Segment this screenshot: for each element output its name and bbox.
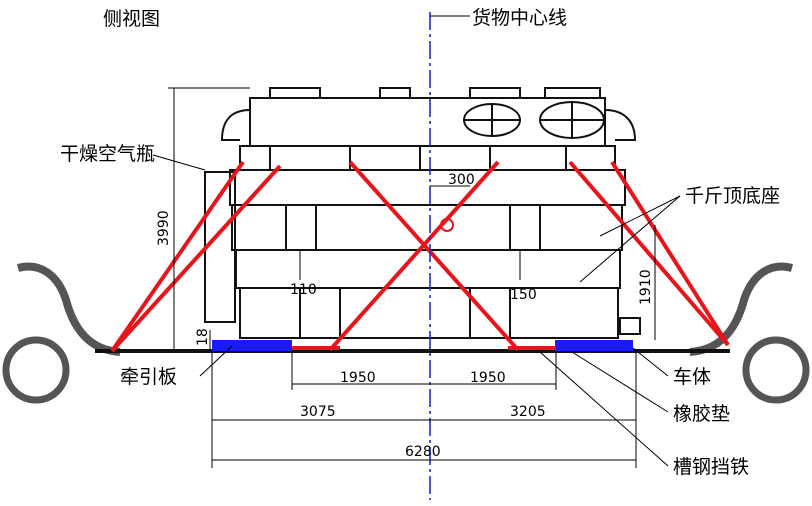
car-body-label: 车体	[673, 366, 711, 388]
center-of-gravity-mark	[440, 218, 454, 232]
dim-300: 300	[448, 172, 475, 188]
centerline-label: 货物中心线	[472, 7, 567, 29]
channel-stop-label: 槽钢挡铁	[673, 456, 749, 478]
dryer-label: 干燥空气瓶	[60, 143, 155, 165]
dim-150: 150	[510, 287, 537, 303]
cargo-transformer	[204, 87, 641, 339]
dim-1910: 1910	[638, 269, 654, 305]
dim-3990: 3990	[156, 210, 172, 246]
wagon-frame	[16, 262, 794, 356]
dim-3205: 3205	[510, 404, 546, 420]
dim-1950-left: 1950	[340, 370, 376, 386]
wheels	[2, 336, 810, 404]
dimension-lines	[152, 87, 681, 468]
title: 侧视图	[103, 8, 160, 30]
dim-3075: 3075	[300, 404, 336, 420]
dim-18: 18	[195, 328, 211, 346]
rubber-pad-left	[212, 340, 292, 351]
rubber-pad-right	[555, 340, 633, 351]
rubber-pad-label: 橡胶垫	[673, 403, 730, 425]
dim-6280: 6280	[405, 444, 441, 460]
tow-plate-label: 牵引板	[120, 366, 177, 388]
lashings	[110, 160, 730, 353]
jack-base-label: 千斤顶底座	[685, 185, 780, 207]
dim-110: 110	[290, 282, 317, 298]
dim-1950-right: 1950	[470, 370, 506, 386]
